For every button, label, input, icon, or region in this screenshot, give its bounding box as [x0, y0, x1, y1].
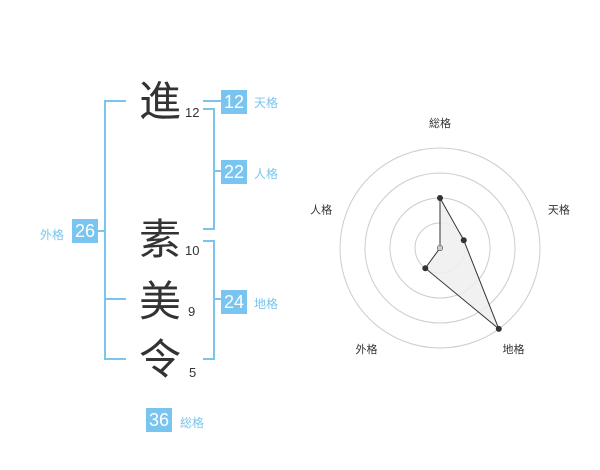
radar-axis-label-5: 人格: [310, 202, 332, 216]
name-char-1: 進: [138, 77, 181, 126]
gaikaku-bracket: [104, 100, 126, 360]
chikaku-connector: [215, 298, 221, 300]
gaikaku-badge: 26: [72, 219, 98, 243]
radar-axis-label-1: 総格: [429, 116, 451, 130]
soukaku-label: 総格: [180, 416, 205, 430]
radar-point-2: [460, 237, 467, 244]
name-char-4: 令: [138, 335, 181, 384]
soukaku-badge: 36: [146, 408, 172, 432]
chikaku-label: 地格: [254, 297, 279, 311]
radar-point-3: [495, 325, 502, 332]
radar-axis-label-3: 地格: [502, 342, 524, 356]
name-char-2: 素: [138, 215, 181, 264]
tenkaku-label: 天格: [254, 96, 279, 110]
radar-ring-3: [364, 172, 516, 324]
gaikaku-label: 外格: [40, 228, 65, 242]
jinkaku-badge: 22: [221, 160, 247, 184]
radar-point-1: [437, 195, 443, 201]
radar-center-dot: [437, 245, 443, 251]
radar-ring-4: [339, 147, 541, 349]
stroke-count-2: 10: [185, 243, 200, 258]
jinkaku-label: 人格: [254, 167, 279, 181]
stroke-count-3: 9: [188, 304, 196, 319]
jinkaku-connector: [215, 170, 221, 172]
name-char-3: 美: [138, 277, 181, 326]
gaikaku-connector: [97, 230, 105, 232]
radar-point-4: [422, 265, 429, 272]
stroke-count-4: 5: [189, 365, 197, 380]
chikaku-badge: 24: [221, 290, 247, 314]
radar-axis-label-4: 外格: [356, 342, 378, 356]
gaikaku-bracket-tick: [104, 298, 126, 300]
tenkaku-badge: 12: [221, 90, 247, 114]
tenkaku-bracket: [203, 100, 221, 102]
jinkaku-bracket: [203, 108, 215, 230]
stroke-count-1: 12: [185, 105, 200, 120]
radar-area: [424, 196, 500, 330]
chikaku-bracket: [203, 240, 215, 360]
radar-axis-label-2: 天格: [548, 202, 570, 216]
